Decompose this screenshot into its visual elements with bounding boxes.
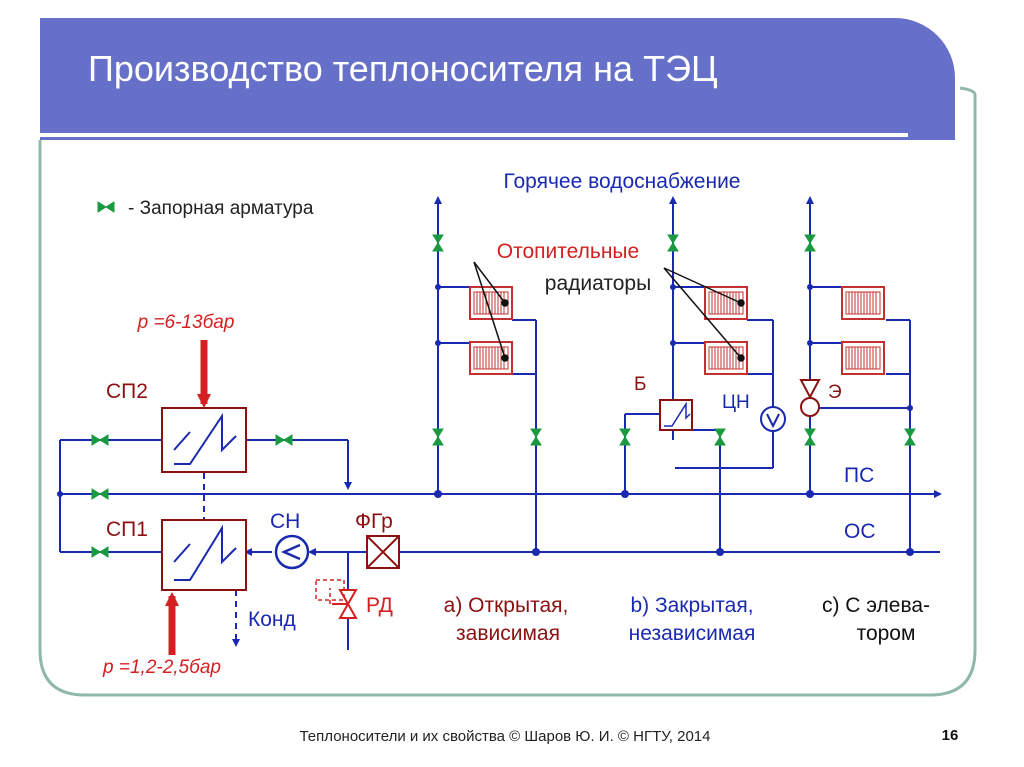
pressure-regulator (315, 579, 358, 619)
b-label: Б (634, 374, 646, 395)
variant-c-line1: с) С элева- (822, 594, 930, 617)
page-number: 16 (941, 727, 959, 744)
title-bar (40, 18, 955, 140)
ps-label: ПС (844, 464, 874, 487)
variant-b-line2: независимая (629, 622, 756, 645)
slide-title: Производство теплоносителя на ТЭЦ (88, 48, 718, 89)
e-label: Э (828, 382, 842, 403)
hot-water-label: Горячее водоснабжение (504, 170, 741, 193)
sp2-label: СП2 (106, 380, 148, 403)
circulation-pump (760, 406, 786, 432)
boiler-heat-exchanger (659, 399, 693, 431)
mud-filter (366, 535, 400, 569)
cn-label: ЦН (722, 392, 750, 413)
title-underline (40, 133, 908, 137)
radiators-label-line2: радиаторы (545, 272, 651, 295)
slide-frame (38, 86, 977, 697)
pipe-junctions (57, 284, 914, 556)
fgr-label: ФГр (355, 510, 393, 533)
legend-text: - Запорная арматура (128, 198, 314, 219)
slide-footer: Теплоносители и их свойства © Шаров Ю. И… (299, 728, 711, 745)
variant-a-line1: а) Открытая, (444, 594, 569, 617)
sp1-label: СП1 (106, 518, 148, 541)
variant-a-line2: зависимая (456, 622, 560, 645)
pipe-network (59, 196, 942, 650)
os-label: ОС (844, 520, 876, 543)
variant-b-line1: b) Закрытая, (630, 594, 753, 617)
heater-sp1 (161, 519, 247, 591)
elevator (799, 379, 821, 417)
variant-c-line2: тором (857, 622, 916, 645)
rd-label: РД (366, 594, 393, 617)
legend-valve-icon (97, 201, 115, 213)
sn-label: СН (270, 510, 300, 533)
heater-sp2 (161, 407, 247, 473)
network-pump (274, 534, 310, 570)
radiators-label-line1: Отопительные (497, 240, 639, 263)
shutoff-valves (91, 234, 916, 558)
kond-label: Конд (248, 608, 296, 631)
radiators (469, 286, 885, 375)
pressure-top-label: p =6-13бар (137, 312, 235, 333)
radiator-leader-lines (473, 261, 745, 362)
pressure-bottom-label: p =1,2-2,5бар (102, 657, 221, 678)
